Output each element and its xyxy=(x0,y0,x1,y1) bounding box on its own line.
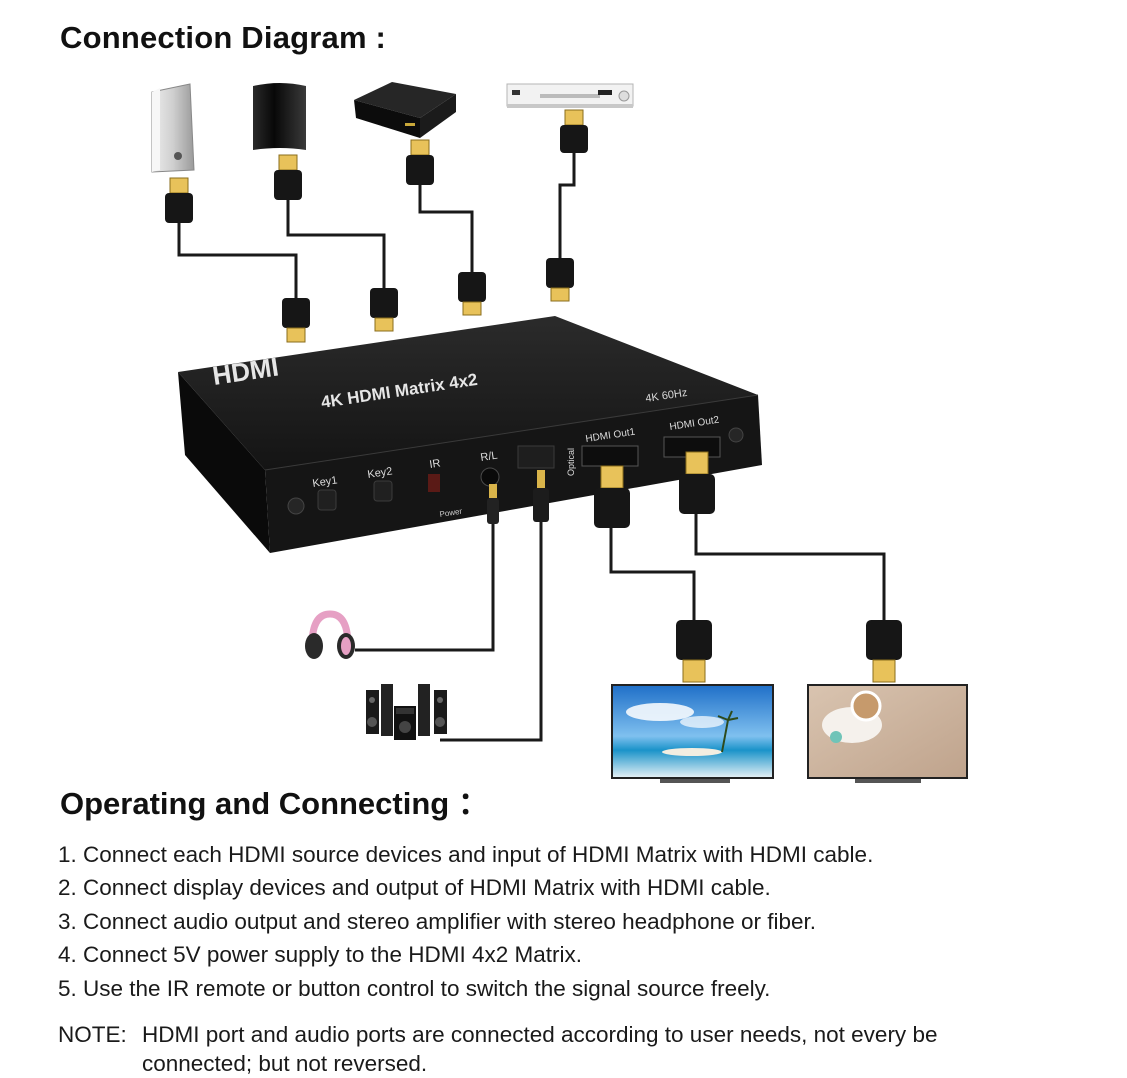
note-line1: HDMI port and audio ports are connected … xyxy=(142,1022,938,1047)
audio-cables xyxy=(355,520,543,742)
stereo-jack-plug-icon xyxy=(487,484,499,524)
hdmi-plug-icon xyxy=(679,451,715,514)
tv-display-icon xyxy=(611,684,774,783)
hdmi-plugs xyxy=(165,109,588,343)
hdmi-plug-icon xyxy=(274,154,302,200)
hdmi-plug-icon xyxy=(676,620,712,683)
game-console-icon xyxy=(253,83,306,150)
headphones-icon xyxy=(305,610,355,659)
note: NOTE: HDMI port and audio ports are conn… xyxy=(58,1020,1098,1078)
dvd-player-icon xyxy=(506,83,634,108)
output-cables xyxy=(609,512,886,622)
hdmi-plug-icon xyxy=(546,258,574,302)
hdmi-matrix-device: HDMI 4K HDMI Matrix 4x2 4K 60Hz Key1 Key… xyxy=(178,316,762,553)
hdmi-plug-icon xyxy=(282,298,310,343)
set-top-box-icon xyxy=(354,82,456,138)
hdmi-out1-port[interactable] xyxy=(581,445,639,467)
note-line2: connected; but not reversed. xyxy=(142,1051,428,1076)
key2-button[interactable] xyxy=(373,480,393,502)
hdmi-plug-icon xyxy=(458,272,486,316)
optical-label: Optical xyxy=(566,448,576,476)
operating-heading: Operating and Connecting ： xyxy=(60,786,489,821)
list-item: 2. Connect display devices and output of… xyxy=(58,875,771,901)
hdmi-plug-icon xyxy=(594,465,630,528)
list-item: 5. Use the IR remote or button control t… xyxy=(58,975,771,1001)
pc-tower-icon xyxy=(151,83,195,173)
note-label: NOTE: xyxy=(58,1022,127,1047)
diagram-title: Connection Diagram : xyxy=(60,20,387,55)
tv-display-icon xyxy=(807,684,968,783)
connection-diagram: HDMI 4K HDMI Matrix 4x2 4K 60Hz Key1 Key… xyxy=(151,82,968,783)
key1-button[interactable] xyxy=(317,489,337,511)
steps-list: 1. Connect each HDMI source devices and … xyxy=(58,838,873,1005)
rl-label: R/L xyxy=(480,450,499,464)
optical-port[interactable] xyxy=(517,445,555,469)
ir-label: IR xyxy=(429,457,442,471)
list-item: 4. Connect 5V power supply to the HDMI 4… xyxy=(58,942,582,968)
optical-plug-icon xyxy=(533,470,549,522)
key1-label: Key1 xyxy=(312,474,339,490)
key2-label: Key2 xyxy=(367,465,394,481)
speaker-system-icon xyxy=(366,684,447,740)
hdmi-plug-icon xyxy=(406,139,434,185)
hdmi-plug-icon xyxy=(866,620,902,683)
hdmi-plug-icon xyxy=(165,177,193,223)
list-item: 3. Connect audio output and stereo ampli… xyxy=(58,908,816,934)
list-item: 1. Connect each HDMI source devices and … xyxy=(58,842,874,867)
ir-receiver xyxy=(428,474,440,492)
power-label: Power xyxy=(439,507,463,519)
hdmi-plug-icon xyxy=(370,288,398,332)
hdmi-plug-icon xyxy=(560,109,588,153)
input-cables xyxy=(177,150,576,300)
rl-audio-jack[interactable] xyxy=(480,467,500,487)
